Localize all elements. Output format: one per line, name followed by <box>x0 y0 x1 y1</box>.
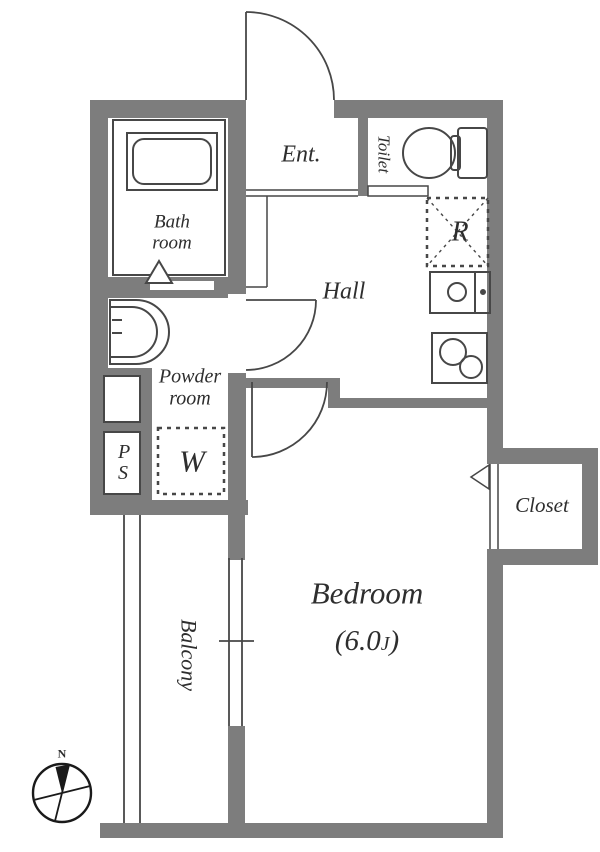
bedroom-size-label: (6.0J) <box>335 625 399 657</box>
bathroom-unit <box>112 119 226 284</box>
wall-door-stub <box>222 284 246 294</box>
wall-window-upper <box>228 515 245 560</box>
washer-space-label: W <box>179 443 205 479</box>
toilet-label: Toilet <box>374 134 394 174</box>
door-entrance <box>245 11 335 101</box>
window-symbol <box>219 558 254 726</box>
wall-closet-top <box>487 448 598 464</box>
stove-symbol <box>431 332 488 384</box>
entrance-label: Ent. <box>281 141 321 168</box>
hall-label: Hall <box>322 278 366 305</box>
wall-hall-bottom <box>237 378 340 388</box>
wall-toilet-left <box>358 118 368 196</box>
bath-door-mark <box>144 259 174 284</box>
bedroom-size-prefix: (6.0 <box>334 624 381 657</box>
closet-label: Closet <box>515 493 569 518</box>
washbasin-symbol <box>109 299 170 365</box>
compass-icon <box>31 762 93 824</box>
wall-kitchen-bottom <box>328 398 503 408</box>
refrigerator-space-box <box>425 196 490 268</box>
compass-north-label: N <box>57 746 67 761</box>
door-bedroom <box>251 381 328 458</box>
wall-top-right <box>334 100 503 118</box>
wall-bottom <box>100 823 503 838</box>
bath-door-sill <box>150 281 214 290</box>
fixtures <box>103 11 499 823</box>
bathtub-inner <box>132 138 212 185</box>
wall-right-lower <box>487 565 503 838</box>
wall-bath-right-lower <box>228 373 246 500</box>
pipe-space-label: PS <box>118 441 131 484</box>
entrance-step-line <box>246 189 358 197</box>
toilet-symbol <box>402 127 488 179</box>
closet-door <box>469 463 499 549</box>
wall-right-upper <box>487 118 503 448</box>
storage-box <box>103 375 141 423</box>
toilet-door <box>367 185 429 197</box>
wall-closet-bottom <box>487 549 598 565</box>
balcony-label: Balcony <box>176 618 202 692</box>
walls <box>90 100 598 838</box>
genkan-edge-line <box>246 196 268 288</box>
wall-closet-right <box>582 448 598 565</box>
compass-needle <box>55 764 70 793</box>
closet-doorway <box>487 464 503 549</box>
bathtub-symbol <box>126 132 218 191</box>
washer-space-box <box>156 426 226 496</box>
wall-top-left <box>90 100 246 118</box>
powder-room-label: Powder room <box>158 365 222 410</box>
bedroom-label: Bedroom <box>310 575 424 611</box>
wall-openings <box>150 281 503 549</box>
kitchen-sink-symbol <box>429 271 491 314</box>
balcony-railing <box>123 515 141 823</box>
closet-door-mark <box>469 463 490 491</box>
bathroom-label: Bath room <box>152 211 192 254</box>
wall-bath-right-upper <box>228 118 246 290</box>
wall-window-lower <box>228 726 245 823</box>
bedroom-size-suffix: ) <box>389 624 400 657</box>
refrigerator-space-label: R <box>451 216 469 248</box>
door-powder-room <box>245 299 317 371</box>
bedroom-size-unit: J <box>380 632 390 655</box>
pipe-space-box <box>103 431 141 495</box>
